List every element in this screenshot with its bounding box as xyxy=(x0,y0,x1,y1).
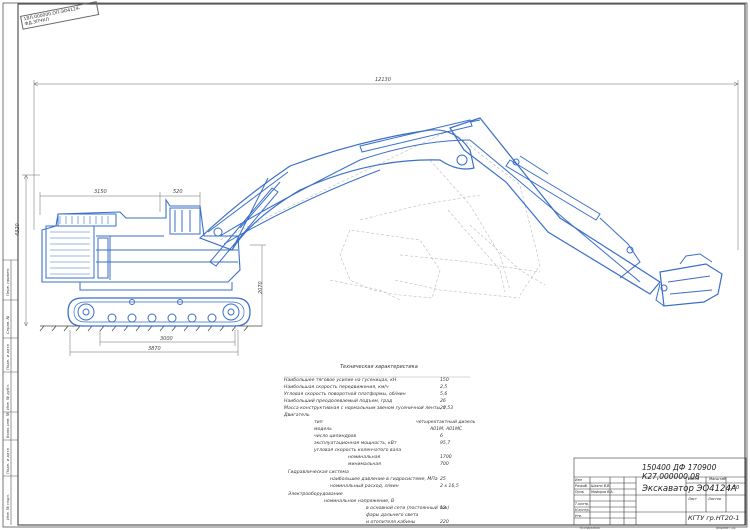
title-block: 150400 ДФ 170900 К27,000000,08 Экскавато… xyxy=(574,458,746,524)
sidebar-field: Перв. примен. xyxy=(5,267,10,296)
drawing-code: 150400 ДФ 170900 К27,000000,08 xyxy=(642,463,717,481)
dim-total-length: 12130 xyxy=(375,77,391,83)
spec-row: фары дальнего света xyxy=(366,513,419,518)
spec-row: Электрооборудование xyxy=(288,492,343,497)
scale-value: 1:50 xyxy=(728,485,740,491)
tb-name: Майоров В.А. xyxy=(591,490,614,494)
spec-row: Двигатель xyxy=(284,413,310,418)
format-label: Формат А1 xyxy=(716,526,736,530)
spec-row: Наибольшее тяговое усилие на гусеницах, … xyxy=(284,378,449,383)
spec-row: Масса конструктивная с нормальным звеном… xyxy=(284,406,454,411)
sidebar-field: Инв. № дубл. xyxy=(5,384,10,410)
scale-label: Масштаб xyxy=(709,477,726,481)
title-block-lines xyxy=(573,457,747,526)
ghost-arm-positions xyxy=(219,129,546,301)
spec-row: угловая скорость коленчатого вала xyxy=(314,448,402,453)
dim-clearance: 2070 xyxy=(258,281,264,294)
spec-row: Гидравлическая система xyxy=(288,470,349,475)
sidebar-field: Справ. № xyxy=(5,315,10,334)
inner-frame xyxy=(17,3,746,526)
spec-row: номинальное напряжение, В xyxy=(324,499,395,504)
tb-role: Изм xyxy=(575,478,582,482)
sidebar-field: Взам. инв. № xyxy=(5,412,10,438)
group-label: КГТУ гр.НТ20-1 xyxy=(688,514,740,522)
tb-name: Шахно В.В. xyxy=(591,484,611,488)
sidebar-field: Подп. и дата xyxy=(5,448,10,474)
sheet-label: Лист xyxy=(688,497,697,501)
dim-height: 4320 xyxy=(15,223,21,236)
dimension-lines xyxy=(22,80,739,356)
spec-row: в основной сети (постоянный ток)12 xyxy=(366,506,450,511)
tb-role: Пров. xyxy=(575,490,585,494)
tb-role: Утв. xyxy=(575,514,582,518)
tb-role: Н.контр. xyxy=(575,508,590,512)
tb-role: Разраб. xyxy=(575,484,588,488)
excavator-drawing xyxy=(41,117,723,327)
dim-cab-width: 520 xyxy=(173,189,183,195)
copied-label: Копировал xyxy=(580,526,600,530)
sidebar-field: Подп. и дата xyxy=(5,344,10,370)
mass-label: Масса xyxy=(688,477,700,481)
dim-track-length: 3870 xyxy=(148,346,161,352)
specs-title: Техническая характеристика xyxy=(340,364,418,370)
drawing-name: Экскаватор ЭО4124А xyxy=(642,484,737,494)
sheets-label: Листов xyxy=(708,497,722,501)
ground-line xyxy=(39,325,262,332)
dim-cab-front: 3150 xyxy=(94,189,107,195)
dim-base: 3000 xyxy=(160,336,173,342)
tb-role: Т.контр. xyxy=(575,502,590,506)
spec-row: Угловая скорость поворотной платформы, о… xyxy=(284,392,448,397)
sidebar-field: Инв. № подл. xyxy=(5,493,10,520)
